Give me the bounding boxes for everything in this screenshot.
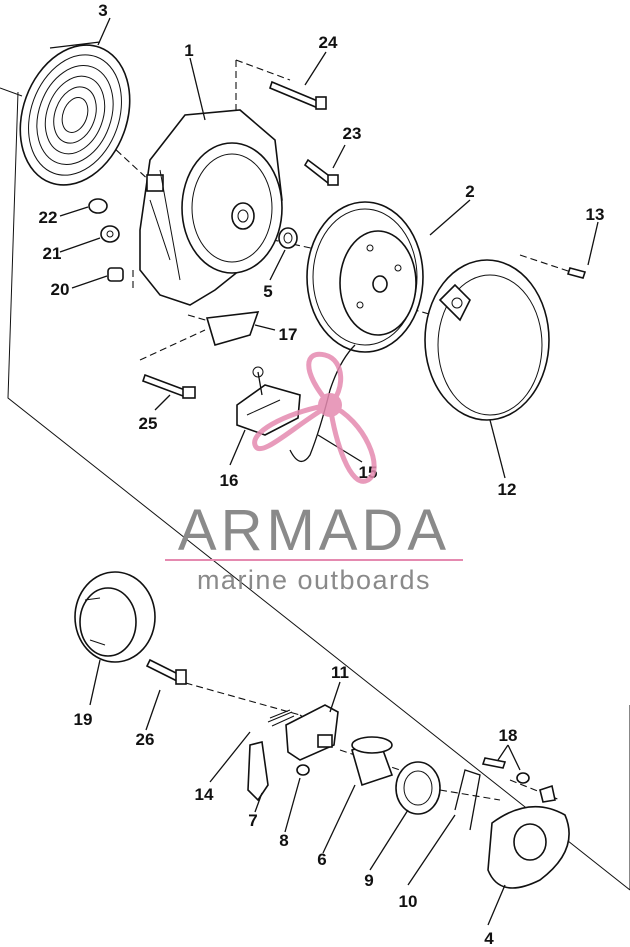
callout-3: 3 <box>98 1 107 20</box>
starter-cover-part <box>424 259 550 421</box>
callout-4: 4 <box>484 929 494 947</box>
callout-19: 19 <box>74 710 93 729</box>
callout-1: 1 <box>184 41 193 60</box>
callout-17: 17 <box>279 325 298 344</box>
callout-10: 10 <box>399 892 418 911</box>
callout-14: 14 <box>195 785 214 804</box>
hardware-parts <box>88 80 587 399</box>
callout-11: 11 <box>331 663 349 682</box>
pawl-assembly-parts <box>247 704 339 802</box>
callout-labels: 3 1 24 23 2 13 22 21 20 5 17 25 16 15 12… <box>39 1 605 947</box>
spring-coil-part <box>19 41 131 186</box>
callout-5: 5 <box>263 282 272 301</box>
callout-20: 20 <box>51 280 70 299</box>
rope-and-handle <box>236 344 356 462</box>
lower-hardware-parts <box>351 736 570 889</box>
callout-2: 2 <box>465 182 474 201</box>
callout-26: 26 <box>136 730 155 749</box>
leader-lines <box>59 17 599 926</box>
callout-21: 21 <box>43 244 62 263</box>
assembly-lines <box>0 59 630 891</box>
callout-13: 13 <box>586 205 605 224</box>
callout-6: 6 <box>317 850 326 869</box>
watermark-tagline: marine outboards <box>197 565 431 595</box>
callout-24: 24 <box>319 33 338 52</box>
callout-8: 8 <box>279 831 288 850</box>
watermark: ARMADA marine outboards <box>165 351 463 595</box>
starter-housing-part <box>139 109 283 306</box>
callout-22: 22 <box>39 208 58 227</box>
callout-9: 9 <box>364 871 373 890</box>
callout-23: 23 <box>343 124 362 143</box>
callout-25: 25 <box>139 414 158 433</box>
propeller-blade-1 <box>306 351 344 409</box>
watermark-brand: ARMADA <box>178 498 450 563</box>
callout-12: 12 <box>498 480 517 499</box>
propeller-blade-3 <box>326 400 377 484</box>
callout-16: 16 <box>220 471 239 490</box>
callout-18: 18 <box>499 726 518 745</box>
propeller-icon <box>252 351 377 484</box>
flange-cup-part <box>74 571 156 663</box>
pulley-part <box>306 201 424 353</box>
propeller-blade-2 <box>252 402 332 452</box>
callout-7: 7 <box>248 811 257 830</box>
propeller-hub <box>318 393 342 417</box>
screw-part <box>145 658 187 685</box>
